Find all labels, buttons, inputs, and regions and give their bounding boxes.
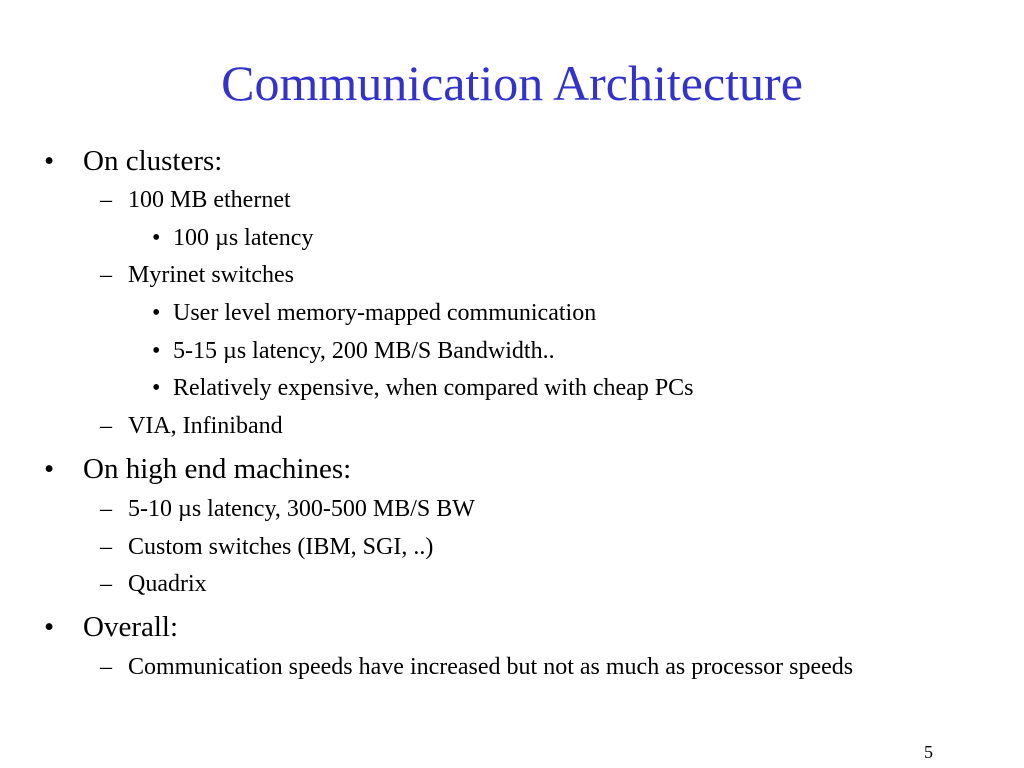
dash-marker: – bbox=[100, 654, 112, 680]
bullet-text: Custom switches (IBM, SGI, ..) bbox=[128, 534, 434, 560]
dash-marker: – bbox=[100, 187, 112, 213]
bullet-marker: • bbox=[152, 338, 161, 364]
dash-marker: – bbox=[100, 262, 112, 288]
bullet-text: Myrinet switches bbox=[128, 262, 294, 288]
page-number: 5 bbox=[924, 742, 933, 762]
bullet-text: Overall: bbox=[83, 611, 179, 643]
bullet-text: 100 MB ethernet bbox=[128, 187, 291, 213]
bullet-marker: • bbox=[152, 300, 161, 326]
bullet-text: On clusters: bbox=[83, 145, 223, 177]
bullet-marker: • bbox=[44, 145, 55, 177]
bullet-text: VIA, Infiniband bbox=[128, 413, 283, 439]
dash-marker: – bbox=[100, 413, 112, 439]
bullet-text: Relatively expensive, when compared with… bbox=[173, 375, 694, 401]
bullet-text: Quadrix bbox=[128, 571, 207, 597]
dash-marker: – bbox=[100, 534, 112, 560]
bullet-text: User level memory-mapped communication bbox=[173, 300, 597, 326]
slide-title: Communication Architecture bbox=[221, 55, 803, 111]
bullet-marker: • bbox=[44, 453, 55, 485]
bullet-marker: • bbox=[152, 225, 161, 251]
dash-marker: – bbox=[100, 496, 112, 522]
bullet-text: On high end machines: bbox=[83, 453, 352, 485]
bullet-marker: • bbox=[152, 375, 161, 401]
bullet-text: 5-10 µs latency, 300-500 MB/S BW bbox=[128, 496, 475, 522]
bullet-text: 5-15 µs latency, 200 MB/S Bandwidth.. bbox=[173, 338, 555, 364]
bullet-text: 100 µs latency bbox=[173, 225, 314, 251]
bullet-text: Communication speeds have increased but … bbox=[128, 654, 854, 680]
bullet-marker: • bbox=[44, 611, 55, 643]
dash-marker: – bbox=[100, 571, 112, 597]
